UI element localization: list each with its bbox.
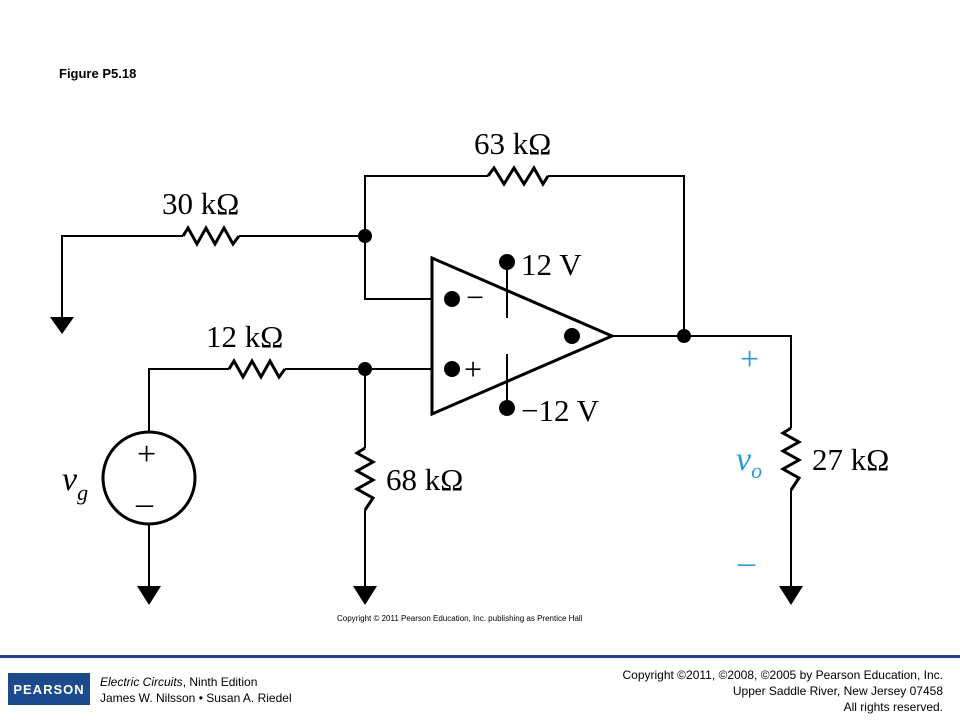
wire-inverting-input bbox=[364, 236, 432, 300]
source-label: vg bbox=[62, 461, 88, 505]
output-label-main: v bbox=[736, 441, 752, 478]
wire-feedback-left bbox=[364, 175, 488, 236]
resistor-63k-symbol bbox=[486, 165, 550, 187]
terminal-supply-negative bbox=[499, 400, 515, 416]
resistor-30k-symbol bbox=[181, 224, 241, 248]
copyright-line-2: Upper Saddle River, New Jersey 07458 bbox=[732, 684, 943, 698]
node-noninverting bbox=[358, 362, 372, 376]
node-inverting bbox=[358, 229, 372, 243]
ground-wire-left bbox=[61, 235, 183, 317]
voltage-source-circle bbox=[101, 430, 197, 526]
figure-copyright: Copyright © 2011 Pearson Education, Inc.… bbox=[337, 614, 583, 623]
ground-icon-source bbox=[137, 586, 161, 605]
terminal-supply-positive bbox=[499, 254, 515, 270]
label-30k: 30 kΩ bbox=[162, 186, 239, 221]
ground-symbols bbox=[50, 317, 803, 605]
opamp-triangle bbox=[430, 255, 616, 417]
nodes bbox=[358, 229, 691, 416]
ground-icon-load bbox=[779, 586, 803, 605]
resistor-27k-symbol bbox=[779, 426, 803, 491]
book-edition: , Ninth Edition bbox=[182, 675, 258, 689]
book-title: Electric Circuits bbox=[100, 675, 183, 689]
label-68k: 68 kΩ bbox=[386, 462, 463, 497]
resistor-68k-symbol bbox=[353, 446, 377, 511]
output-label-sub: o bbox=[751, 458, 762, 483]
footer-divider bbox=[0, 655, 960, 658]
book-authors: James W. Nilsson • Susan A. Riedel bbox=[100, 691, 292, 705]
copyright-block: Copyright ©2011, ©2008, ©2005 by Pearson… bbox=[622, 667, 943, 715]
wires bbox=[61, 175, 792, 586]
label-supply-positive: 12 V bbox=[521, 247, 582, 282]
label-63k: 63 kΩ bbox=[474, 126, 551, 161]
source-label-sub: g bbox=[77, 480, 88, 505]
source-minus-sign: – bbox=[135, 485, 154, 522]
source-label-main: v bbox=[62, 461, 78, 498]
opamp-inverting-sign: − bbox=[466, 279, 484, 315]
ground-icon-shunt bbox=[353, 586, 377, 605]
wire-feedback-right bbox=[548, 175, 685, 336]
copyright-line-1: Copyright ©2011, ©2008, ©2005 by Pearson… bbox=[622, 668, 943, 682]
wire-source-top bbox=[148, 368, 229, 431]
resistor-12k-symbol bbox=[227, 357, 287, 381]
copyright-line-3: All rights reserved. bbox=[843, 700, 943, 714]
source-plus-sign: + bbox=[137, 436, 156, 473]
terminal-output bbox=[564, 328, 580, 344]
label-12k: 12 kΩ bbox=[206, 319, 283, 354]
output-plus-sign: + bbox=[740, 341, 759, 378]
resistors bbox=[181, 165, 803, 511]
ground-icon-left bbox=[50, 317, 74, 334]
terminal-inverting-input bbox=[444, 291, 460, 307]
book-info: Electric Circuits, Ninth Edition James W… bbox=[100, 674, 292, 706]
label-27k: 27 kΩ bbox=[812, 442, 889, 477]
pearson-logo: PEARSON bbox=[8, 673, 90, 705]
output-voltage-label: vo bbox=[736, 441, 762, 483]
terminal-noninverting-input bbox=[444, 361, 460, 377]
output-minus-sign: – bbox=[737, 544, 756, 581]
node-output bbox=[677, 329, 691, 343]
label-supply-negative: −12 V bbox=[521, 393, 600, 428]
book-title-line: Electric Circuits, Ninth Edition bbox=[100, 674, 292, 690]
circuit-diagram: 63 kΩ 30 kΩ 12 kΩ 68 kΩ 27 kΩ 12 V −12 V… bbox=[50, 126, 889, 623]
opamp-noninverting-sign: + bbox=[464, 351, 482, 387]
figure-title: Figure P5.18 bbox=[59, 66, 137, 81]
wire-output bbox=[612, 335, 792, 428]
